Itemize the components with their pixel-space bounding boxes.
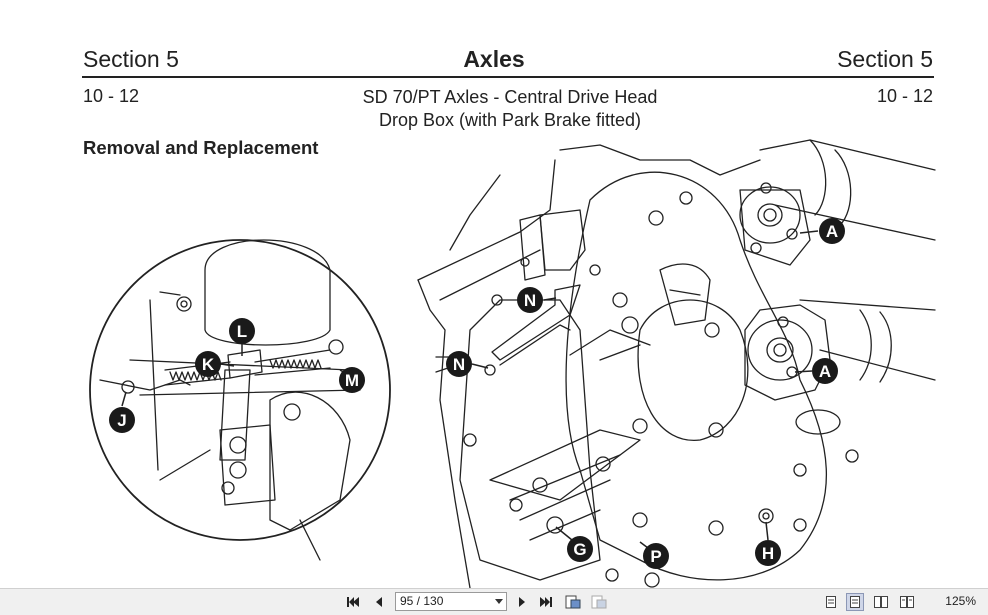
svg-text:P: P <box>650 547 661 566</box>
subtitle: SD 70/PT Axles - Central Drive Head Drop… <box>300 86 720 132</box>
fit-width-button[interactable] <box>590 593 608 611</box>
page-select-value: 95 / 130 <box>400 594 444 608</box>
section-label-right: Section 5 <box>837 46 933 72</box>
continuous-page-icon <box>850 596 860 608</box>
last-page-button[interactable] <box>537 593 555 611</box>
callout-j: J <box>109 391 135 433</box>
callout-k: K <box>195 351 235 377</box>
previous-page-button[interactable] <box>370 593 388 611</box>
single-page-view-button[interactable] <box>822 593 840 611</box>
callout-m: M <box>339 367 365 393</box>
page-title: Axles <box>463 46 525 72</box>
callout-a-upper: A <box>799 218 845 244</box>
svg-text:H: H <box>762 544 774 563</box>
page-number-left: 10 - 12 <box>83 86 140 106</box>
subtitle-line-1: SD 70/PT Axles - Central Drive Head <box>362 87 658 107</box>
fit-page-icon <box>565 595 581 609</box>
chevron-down-icon <box>495 599 503 604</box>
last-page-icon <box>540 597 552 607</box>
svg-text:G: G <box>573 540 586 559</box>
svg-text:A: A <box>826 222 838 241</box>
next-page-button[interactable] <box>513 593 531 611</box>
page-select[interactable]: 95 / 130 <box>395 592 507 611</box>
page-number-right: 10 - 12 <box>876 86 933 106</box>
svg-text:K: K <box>202 355 215 374</box>
header-rule <box>82 76 934 78</box>
svg-text:N: N <box>524 291 536 310</box>
previous-page-icon <box>376 597 382 607</box>
two-page-continuous-button[interactable] <box>898 593 916 611</box>
document-page: Section 5 Axles Section 5 10 - 12 SD 70/… <box>82 46 936 588</box>
subtitle-line-2: Drop Box (with Park Brake fitted) <box>378 110 642 130</box>
two-page-continuous-icon <box>900 596 914 608</box>
section-heading: Removal and Replacement <box>83 137 319 158</box>
two-page-icon <box>874 596 888 608</box>
first-page-button[interactable] <box>344 593 362 611</box>
technical-drawing: A A N N G <box>89 139 936 588</box>
svg-text:M: M <box>345 371 359 390</box>
callout-g: G <box>555 526 593 562</box>
callout-a-lower: A <box>794 358 838 384</box>
callout-p: P <box>639 541 669 569</box>
two-page-view-button[interactable] <box>872 593 890 611</box>
single-page-icon <box>826 596 836 608</box>
continuous-view-button[interactable] <box>846 593 864 611</box>
callout-l: L <box>229 318 255 356</box>
callout-n-upper: N <box>517 287 557 313</box>
next-page-icon <box>519 597 525 607</box>
callout-h: H <box>755 521 781 566</box>
svg-text:L: L <box>237 322 247 341</box>
section-label-left: Section 5 <box>83 46 179 72</box>
viewer-toolbar: 95 / 130 125% <box>0 588 988 615</box>
fit-page-button[interactable] <box>564 593 582 611</box>
svg-text:J: J <box>117 411 126 430</box>
svg-text:N: N <box>453 355 465 374</box>
svg-text:A: A <box>819 362 831 381</box>
zoom-level[interactable]: 125% <box>945 594 976 608</box>
callout-n-lower: N <box>446 351 489 377</box>
fit-width-icon <box>591 595 607 609</box>
first-page-icon <box>347 597 359 607</box>
